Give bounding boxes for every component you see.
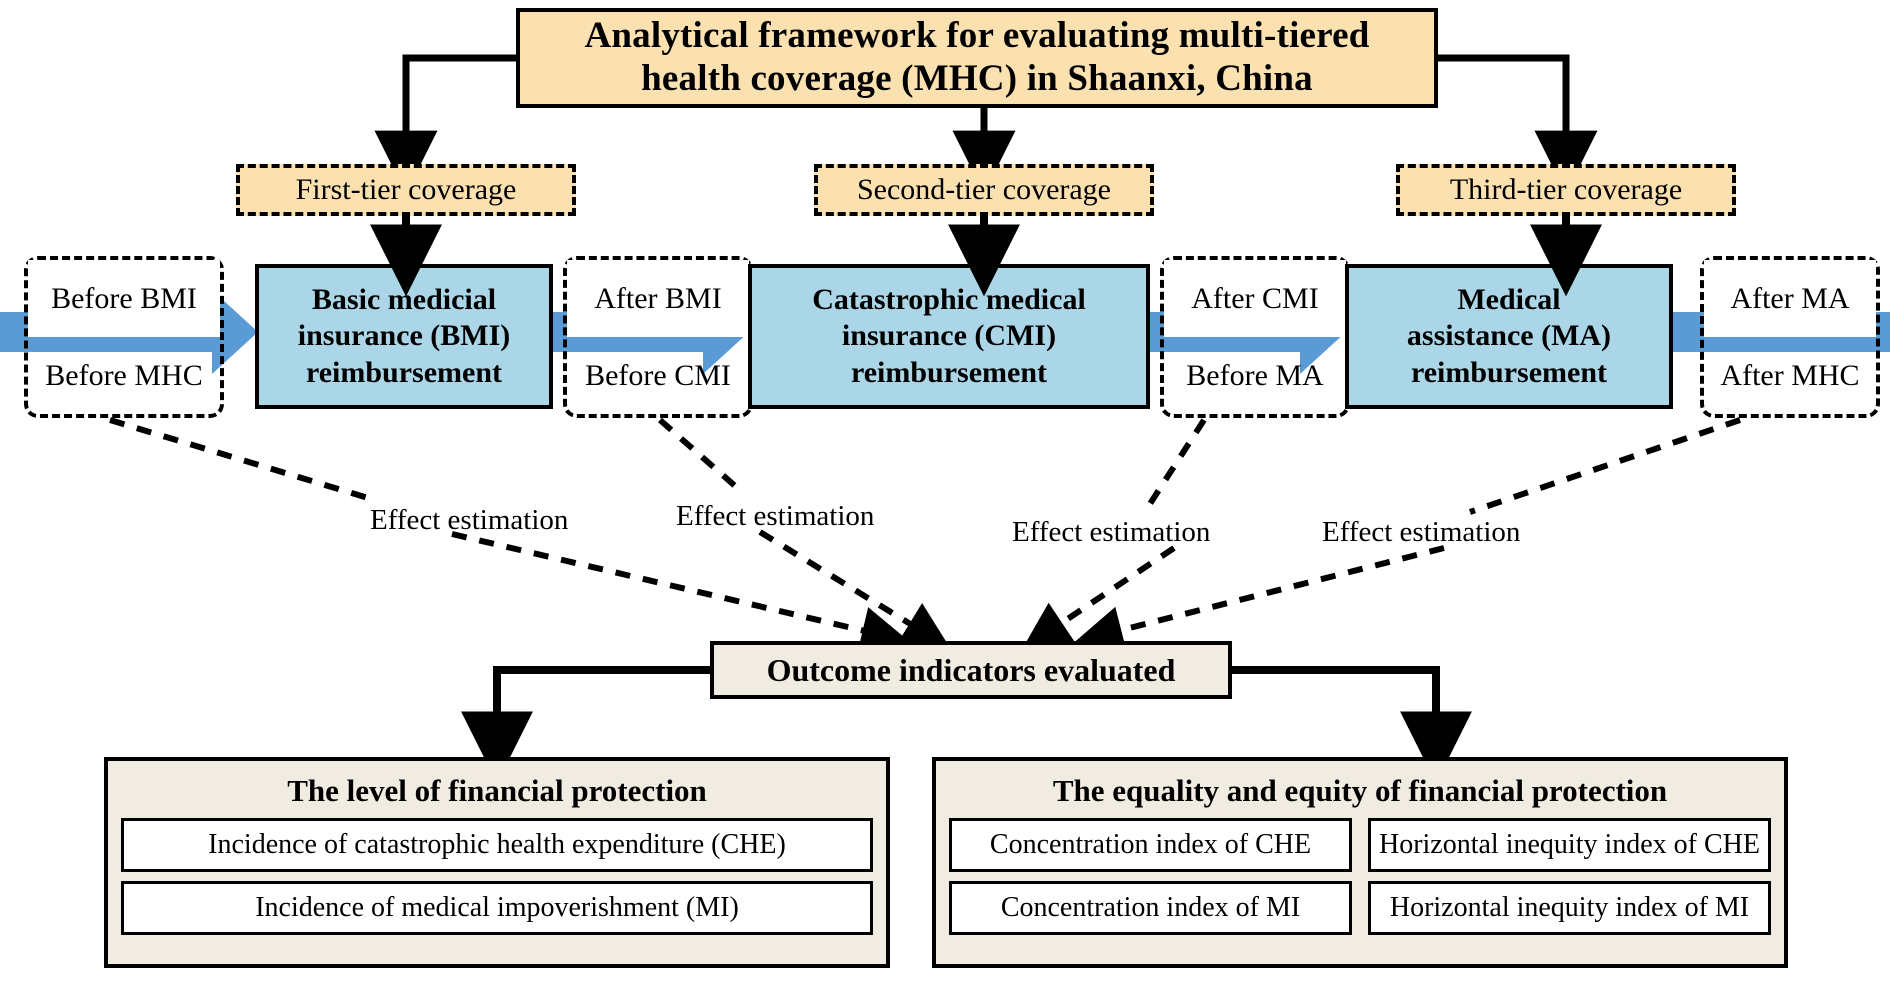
- indicator-chip: Horizontal inequity index of MI: [1368, 881, 1771, 935]
- stage-box-bmi: Basic medicial insurance (BMI) reimburse…: [255, 264, 553, 409]
- panel-row: Concentration index of CHE Horizontal in…: [949, 818, 1771, 872]
- stage-line1: Medical: [1457, 282, 1561, 316]
- panel-equality-equity-of-financial-protection: The equality and equity of financial pro…: [932, 757, 1788, 968]
- stage-line1: Catastrophic medical: [812, 282, 1086, 316]
- stage-line3: reimbursement: [305, 355, 503, 389]
- effect-estimation-label-3: Effect estimation: [1012, 516, 1211, 548]
- indicator-chip: Incidence of catastrophic health expendi…: [121, 818, 873, 872]
- outcome-indicators-box: Outcome indicators evaluated: [710, 641, 1232, 699]
- split-bottom-label: After MHC: [1720, 358, 1860, 392]
- tier-label-second: Second-tier coverage: [856, 173, 1112, 206]
- effect-estimation-label-2: Effect estimation: [676, 500, 875, 532]
- split-bottom-label: Before MHC: [45, 358, 203, 392]
- stage-line3: reimbursement: [1410, 355, 1608, 389]
- panel-row: Incidence of catastrophic health expendi…: [121, 818, 873, 872]
- stage-line2: assistance (MA): [1406, 319, 1612, 353]
- split-box-before-bmi: Before BMI Before MHC: [24, 256, 224, 418]
- effect-estimation-label-4: Effect estimation: [1322, 516, 1521, 548]
- indicator-chip: Horizontal inequity index of CHE: [1368, 818, 1771, 872]
- indicator-chip: Incidence of medical impoverishment (MI): [121, 881, 873, 935]
- split-box-after-cmi: After CMI Before MA: [1160, 256, 1350, 418]
- figure-title-line2: health coverage (MHC) in Shaanxi, China: [641, 58, 1313, 99]
- tier-label-first: First-tier coverage: [295, 173, 517, 206]
- tier-to-stage-connectors: [370, 216, 1602, 297]
- split-box-after-bmi: After BMI Before CMI: [563, 256, 753, 418]
- panel-row: Concentration index of MI Horizontal ine…: [949, 881, 1771, 935]
- panel-title: The level of financial protection: [287, 773, 707, 808]
- indicator-chip: Concentration index of MI: [949, 881, 1352, 935]
- stage-line2: insurance (CMI): [841, 319, 1057, 353]
- stage-line2: insurance (BMI): [297, 319, 511, 353]
- effect-estimation-label-1: Effect estimation: [370, 504, 569, 536]
- split-top-label: After CMI: [1164, 260, 1346, 337]
- stage-box-cmi: Catastrophic medical insurance (CMI) rei…: [748, 264, 1150, 409]
- panel-row: Incidence of medical impoverishment (MI): [121, 881, 873, 935]
- panel-level-of-financial-protection: The level of financial protection Incide…: [104, 757, 890, 968]
- outcome-label: Outcome indicators evaluated: [766, 651, 1176, 688]
- stage-line3: reimbursement: [850, 355, 1048, 389]
- indicator-chip: Concentration index of CHE: [949, 818, 1352, 872]
- figure-title-line1: Analytical framework for evaluating mult…: [584, 15, 1370, 57]
- split-bottom-label: Before CMI: [585, 358, 731, 392]
- tier-box-third: Third-tier coverage: [1396, 164, 1736, 216]
- split-top-label: After BMI: [567, 260, 749, 337]
- stage-box-ma: Medical assistance (MA) reimbursement: [1345, 264, 1673, 409]
- split-bottom-label: Before MA: [1186, 358, 1324, 392]
- tier-label-third: Third-tier coverage: [1449, 173, 1683, 206]
- stage-line1: Basic medicial: [311, 282, 497, 316]
- split-top-label: Before BMI: [28, 260, 220, 337]
- figure-title-box: Analytical framework for evaluating mult…: [516, 8, 1438, 108]
- split-box-after-ma: After MA After MHC: [1700, 256, 1880, 418]
- split-top-label: After MA: [1704, 260, 1876, 337]
- tier-box-second: Second-tier coverage: [814, 164, 1154, 216]
- panel-title: The equality and equity of financial pro…: [1052, 773, 1668, 808]
- tier-box-first: First-tier coverage: [236, 164, 576, 216]
